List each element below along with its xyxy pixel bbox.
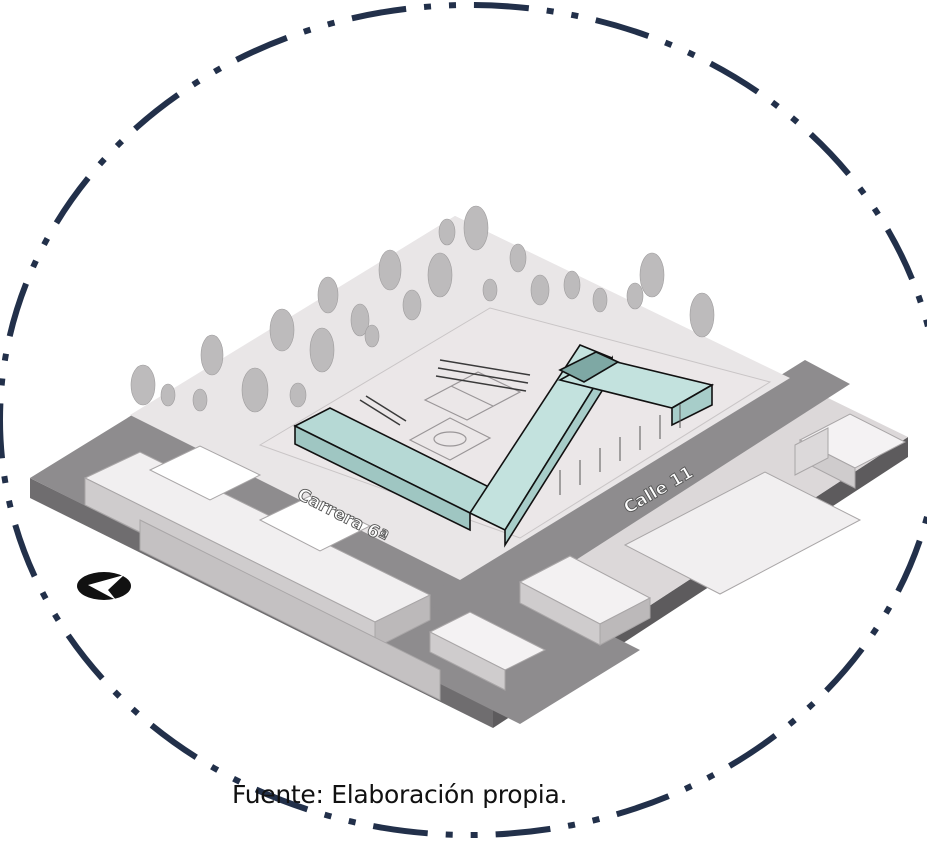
sports-courts (408, 371, 522, 461)
bleachers (359, 359, 531, 426)
school-building (293, 344, 715, 548)
tree-cluster (130, 205, 715, 413)
road-calle (420, 360, 850, 628)
building-columns (559, 404, 681, 495)
north-arrow-icon (77, 572, 131, 600)
figure-caption: Fuente: Elaboración propia. (232, 780, 568, 809)
urban-blocks-right (518, 413, 907, 646)
urban-blocks-left (83, 445, 547, 701)
